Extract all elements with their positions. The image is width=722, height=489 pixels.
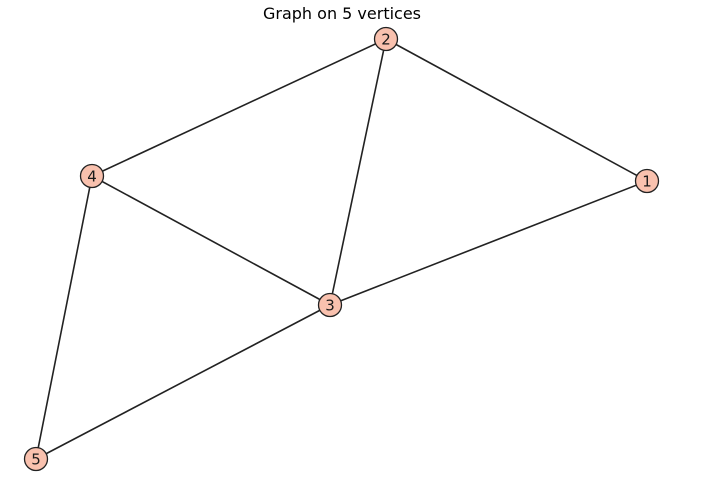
edge-4-3 <box>91 175 331 306</box>
vertex-4: 4 <box>79 163 105 189</box>
vertex-1: 1 <box>634 168 660 194</box>
vertex-2: 2 <box>373 26 399 52</box>
edge-3-5 <box>35 304 331 460</box>
vertex-circle-4 <box>79 163 105 189</box>
edge-2-3 <box>329 38 387 306</box>
vertex-label-1: 1 <box>642 173 652 191</box>
vertex-circle-3 <box>317 292 343 318</box>
graph-title: Graph on 5 vertices <box>262 4 422 23</box>
vertex-circle-2 <box>373 26 399 52</box>
vertex-circle-1 <box>634 168 660 194</box>
vertex-label-2: 2 <box>381 31 391 49</box>
vertex-5: 5 <box>23 446 49 472</box>
vertex-circle-5 <box>23 446 49 472</box>
vertices-layer: 1 2 3 4 5 <box>23 26 660 472</box>
edge-2-4 <box>91 38 387 177</box>
vertex-label-5: 5 <box>31 451 41 469</box>
edges-layer <box>35 38 648 460</box>
vertex-label-3: 3 <box>325 297 335 315</box>
edge-3-1 <box>329 180 648 306</box>
vertex-label-4: 4 <box>87 168 97 186</box>
edge-4-5 <box>35 175 93 460</box>
edge-2-1 <box>385 38 648 182</box>
vertex-3: 3 <box>317 292 343 318</box>
